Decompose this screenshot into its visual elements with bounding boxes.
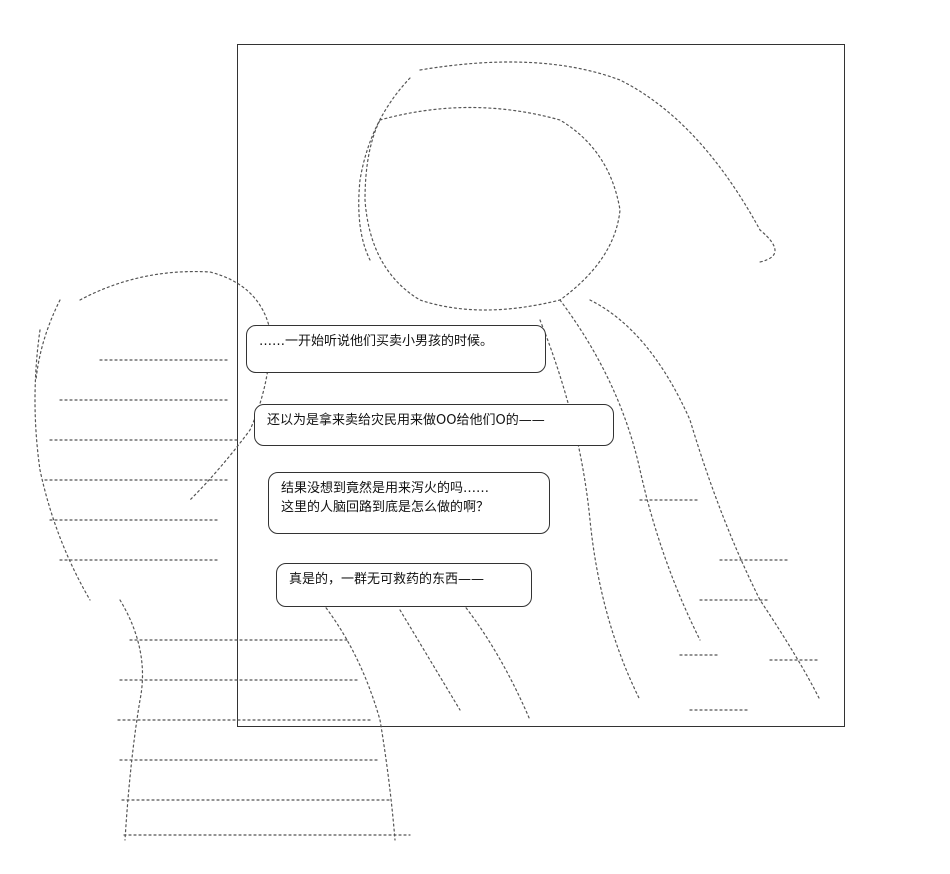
dialogue-line-2: 还以为是拿来卖给灾民用来做OO给他们O的—— [267,413,545,428]
dialogue-line-4: 这里的人脑回路到底是怎么做的啊？ [281,500,490,515]
dialogue-line-5: 真是的，一群无可救药的东西—— [289,572,485,587]
speech-bubble-4: 真是的，一群无可救药的东西—— [276,563,532,607]
dialogue-line-3: 结果没想到竟然是用来泻火的吗…… [281,481,490,496]
speech-bubble-3: 结果没想到竟然是用来泻火的吗…… 这里的人脑回路到底是怎么做的啊？ [268,472,550,534]
speech-bubble-1: ……一开始听说他们买卖小男孩的时候。 [246,325,546,373]
image-frame [237,44,845,727]
speech-bubble-2: 还以为是拿来卖给灾民用来做OO给他们O的—— [254,404,614,446]
dialogue-line-1: ……一开始听说他们买卖小男孩的时候。 [259,334,494,349]
